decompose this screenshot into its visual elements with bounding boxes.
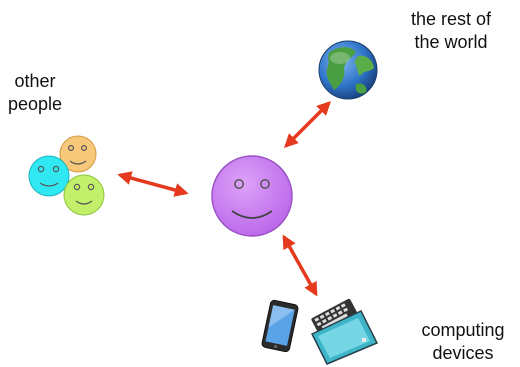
laptop-icon [310,298,379,365]
arrow-to-people [117,171,189,197]
label-line: the world [414,32,488,52]
label-other-people: other people [2,70,68,116]
smiley-faces-group-icon [28,135,105,216]
tablet-icon [261,299,299,353]
globe-icon [318,40,378,100]
label-computing-devices: computing devices [408,319,518,365]
label-line: other [14,71,56,91]
label-line: people [7,94,63,114]
arrow-to-world [284,101,331,148]
cyan-face-icon [28,155,70,197]
label-line: computing [421,320,505,340]
label-the-rest-of-the-world: the rest of the world [392,8,510,54]
label-line: devices [432,343,494,363]
arrow-to-devices [282,234,318,297]
label-line: the rest of [410,9,492,29]
orange-face-icon [59,135,97,173]
green-face-icon [63,174,105,216]
smiley-face-icon [211,155,293,237]
